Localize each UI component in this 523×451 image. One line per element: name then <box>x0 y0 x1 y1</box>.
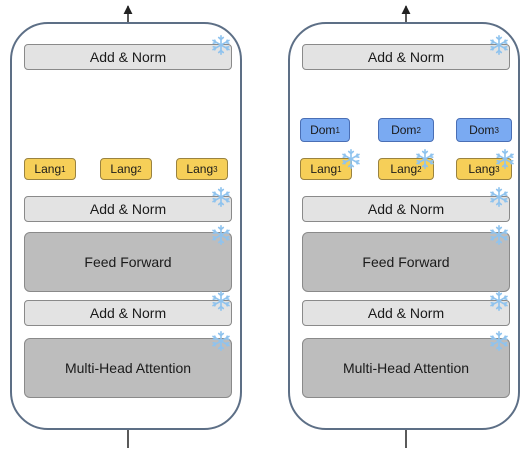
snowflake-icon <box>490 35 508 55</box>
lang-2-left-label: Lang <box>110 162 138 176</box>
lang-1-right-label: Lang <box>310 162 338 176</box>
snowflake-icon <box>342 149 360 169</box>
lang-3-right-label: Lang <box>468 162 496 176</box>
add-norm-top-left: Add & Norm <box>24 44 232 70</box>
multi-head-attention-left: Multi-Head Attention <box>24 338 232 398</box>
feed-forward-right: Feed Forward <box>302 232 510 292</box>
multi-head-attention-left-label: Multi-Head Attention <box>64 360 192 376</box>
dom-1-right-sub: 1 <box>335 125 340 135</box>
add-norm-low-left: Add & Norm <box>24 300 232 326</box>
add-norm-top-right-label: Add & Norm <box>367 49 445 65</box>
lang-3-left-label: Lang <box>186 162 214 176</box>
feed-forward-right-label: Feed Forward <box>362 254 450 270</box>
add-norm-top-right: Add & Norm <box>302 44 510 70</box>
add-norm-top-left-label: Add & Norm <box>89 49 167 65</box>
snowflake-icon <box>416 149 434 169</box>
lang-2-right-sub: 2 <box>417 164 422 174</box>
snowflake-icon <box>490 225 508 245</box>
add-norm-low-left-label: Add & Norm <box>89 305 167 321</box>
lang-2-right-label: Lang <box>390 162 418 176</box>
add-norm-mid-left: Add & Norm <box>24 196 232 222</box>
dom-1-right-label: Dom <box>310 123 336 137</box>
snowflake-icon <box>490 331 508 351</box>
feed-forward-left-label: Feed Forward <box>84 254 172 270</box>
add-norm-low-right-label: Add & Norm <box>367 305 445 321</box>
lang-2-left-sub: 2 <box>137 164 142 174</box>
add-norm-low-right: Add & Norm <box>302 300 510 326</box>
snowflake-icon <box>212 291 230 311</box>
dom-2-right-label: Dom <box>391 123 417 137</box>
lang-3-left-sub: 3 <box>213 164 218 174</box>
multi-head-attention-right-label: Multi-Head Attention <box>342 360 470 376</box>
dom-3-right-sub: 3 <box>494 125 499 135</box>
snowflake-icon <box>212 187 230 207</box>
dom-2-right-sub: 2 <box>416 125 421 135</box>
add-norm-mid-right-label: Add & Norm <box>367 201 445 217</box>
snowflake-icon <box>490 291 508 311</box>
lang-1-right-sub: 1 <box>337 164 342 174</box>
snowflake-icon <box>212 35 230 55</box>
snowflake-icon <box>212 331 230 351</box>
dom-3-right-label: Dom <box>469 123 495 137</box>
feed-forward-left: Feed Forward <box>24 232 232 292</box>
lang-1-left-label: Lang <box>34 162 62 176</box>
snowflake-icon <box>496 149 514 169</box>
add-norm-mid-right: Add & Norm <box>302 196 510 222</box>
lang-3-right-sub: 3 <box>495 164 500 174</box>
lang-1-left-sub: 1 <box>61 164 66 174</box>
snowflake-icon <box>490 187 508 207</box>
snowflake-icon <box>212 225 230 245</box>
add-norm-mid-left-label: Add & Norm <box>89 201 167 217</box>
multi-head-attention-right: Multi-Head Attention <box>302 338 510 398</box>
